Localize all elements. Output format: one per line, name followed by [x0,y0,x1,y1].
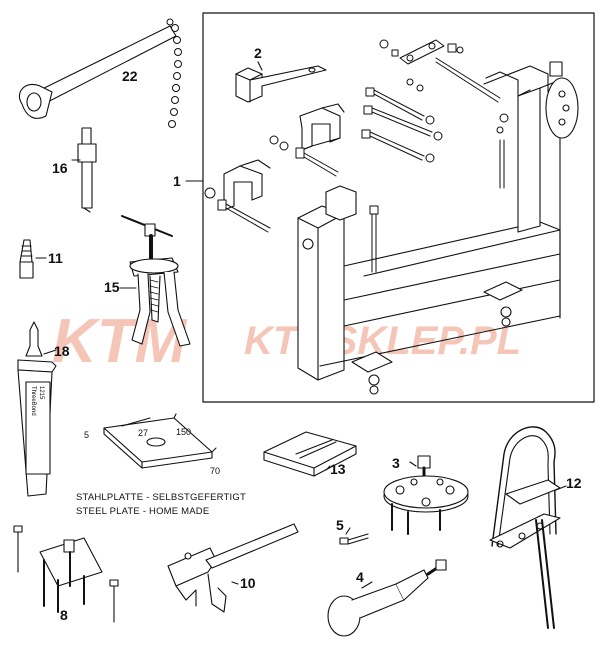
part-13-slotted-block: 13 [263,431,357,477]
part-10-clutch-holder: 10 [167,523,299,613]
plate-width-dim: 150 [176,427,191,437]
watermark: KTM KTMSKLEP.PL [52,307,521,376]
part-1-stand-bracket-b [223,159,271,211]
plate-height-dim: 70 [210,466,220,476]
callout-18: 18 [54,343,70,359]
callout-11: 11 [48,250,63,266]
part-16-puller: 16 [52,127,97,213]
watermark-logo: KTM [52,307,188,376]
callout-12: 12 [566,475,582,491]
callout-15: 15 [104,279,120,295]
plate-hole-dim: 27 [138,428,148,438]
part-12-holder: 12 [489,426,582,629]
part-1-bolts [204,39,509,273]
tube-code: 1215 [38,386,44,400]
plate-thickness-dim: 5 [84,430,89,440]
part-3-flywheel-puller: 3 [383,455,469,535]
part-15-jaw-puller: 15 [104,215,191,347]
part-5-screw: 5 [336,517,369,545]
part-1-frame-box: 1 [173,12,595,403]
callout-13: 13 [330,461,346,477]
part-4-slide-hammer: 4 [327,559,447,637]
part-1-stand-bracket-a [299,103,345,151]
plate-note-de: STAHLPLATTE - SELBSTGEFERTIGT [76,492,246,503]
callout-8: 8 [60,607,68,623]
callout-16: 16 [52,160,68,176]
callout-1: 1 [173,173,181,189]
callout-3: 3 [392,455,400,471]
part-8-pin-puller: 8 [13,525,119,623]
callout-22: 22 [122,68,138,84]
callout-4: 4 [356,569,364,585]
part-2-bracket: 2 [235,45,327,103]
part-22-chain-wrench: 22 [18,18,182,128]
steel-plate-drawing: 150 70 5 27 STAHLPLATTE - SELBSTGEFERTIG… [76,413,246,517]
part-11-thread-insert: 11 [19,239,63,279]
part-1-stand-frame [297,61,579,395]
callout-2: 2 [254,45,262,61]
callout-10: 10 [240,575,256,591]
callout-5: 5 [336,517,344,533]
tube-brand: ThreeBond [30,386,36,416]
part-18-sealant-tube: ThreeBond 1215 18 [17,321,70,497]
plate-note-en: STEEL PLATE - HOME MADE [76,506,209,517]
